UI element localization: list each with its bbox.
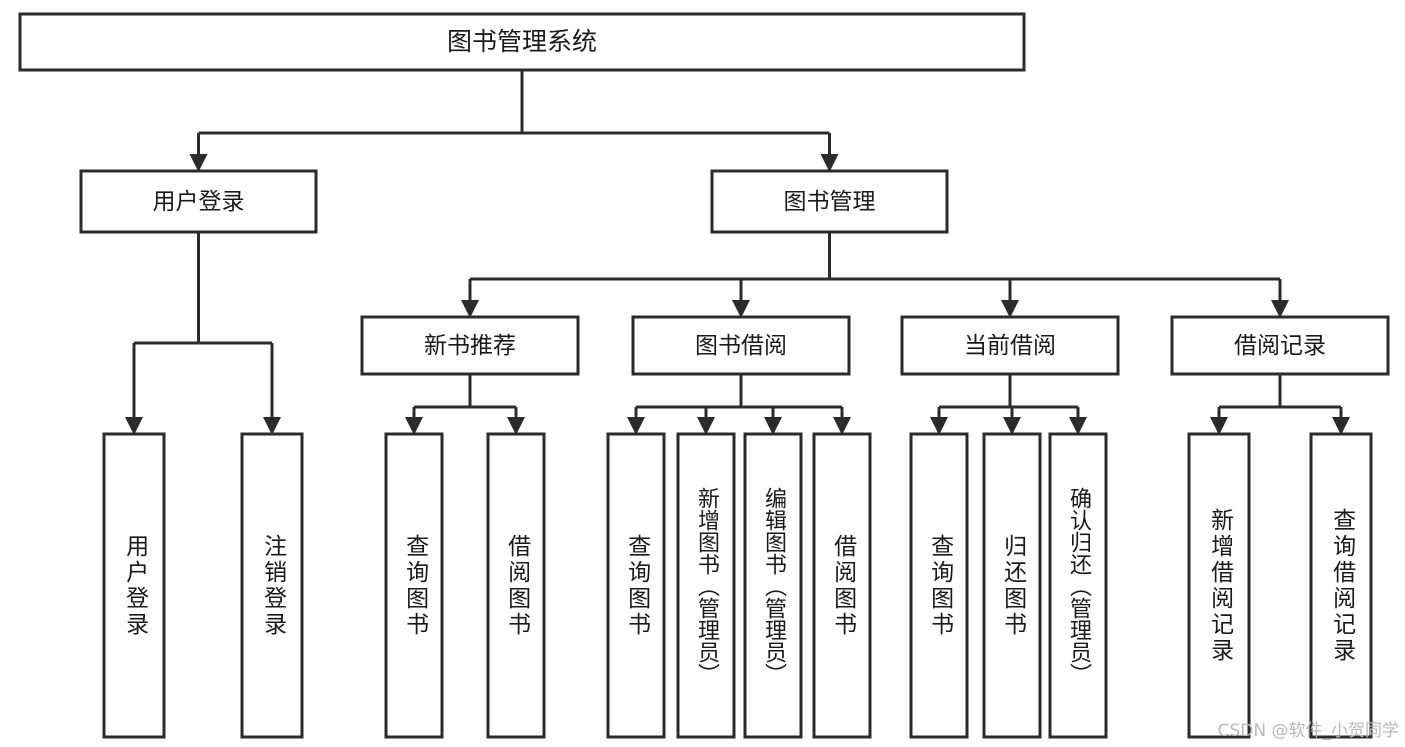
node-label-borrow-record: 借阅记录 bbox=[1234, 333, 1326, 359]
node-box-book-manage[interactable] bbox=[710, 169, 949, 234]
node-box-current-borrow[interactable] bbox=[900, 315, 1120, 376]
node-box-leaf-borrow-book-2[interactable] bbox=[812, 432, 872, 739]
node-box-leaf-add-record[interactable] bbox=[1187, 432, 1251, 739]
arrowhead-icon bbox=[930, 417, 948, 435]
node-box-leaf-query-book-3[interactable] bbox=[909, 432, 969, 739]
node-box-leaf-query-book-1[interactable] bbox=[384, 432, 444, 739]
watermark-text: CSDN @软件_小贺同学 bbox=[1217, 721, 1399, 741]
node-box-leaf-return-book[interactable] bbox=[982, 432, 1042, 739]
arrowhead-icon bbox=[833, 417, 851, 435]
node-box-user-login[interactable] bbox=[79, 169, 318, 234]
node-box-leaf-query-record[interactable] bbox=[1309, 432, 1373, 739]
arrowhead-icon bbox=[1069, 417, 1087, 435]
node-box-book-borrow[interactable] bbox=[631, 315, 851, 376]
node-label-user-login: 用户登录 bbox=[153, 189, 245, 215]
arrowhead-icon bbox=[125, 417, 143, 435]
arrowhead-icon bbox=[189, 154, 208, 172]
node-box-leaf-add-book[interactable] bbox=[676, 432, 736, 739]
edges-layer bbox=[125, 70, 1350, 435]
arrowhead-icon bbox=[1271, 300, 1289, 318]
arrowhead-icon bbox=[1001, 300, 1019, 318]
node-label-current-borrow: 当前借阅 bbox=[964, 333, 1056, 359]
arrowhead-icon bbox=[405, 417, 423, 435]
node-box-leaf-confirm-return[interactable] bbox=[1048, 432, 1108, 739]
arrowhead-icon bbox=[820, 154, 839, 172]
node-box-leaf-user-logout[interactable] bbox=[240, 432, 304, 739]
arrowhead-icon bbox=[263, 417, 281, 435]
arrowhead-icon bbox=[1332, 417, 1350, 435]
node-box-leaf-query-book-2[interactable] bbox=[606, 432, 666, 739]
node-box-new-book-rec[interactable] bbox=[360, 315, 580, 376]
arrowhead-icon bbox=[1210, 417, 1228, 435]
node-label-root: 图书管理系统 bbox=[447, 27, 597, 56]
node-box-leaf-edit-book[interactable] bbox=[743, 432, 803, 739]
node-box-borrow-record[interactable] bbox=[1170, 315, 1390, 376]
arrowhead-icon bbox=[732, 300, 750, 318]
node-label-book-manage: 图书管理 bbox=[784, 189, 876, 215]
node-label-book-borrow: 图书借阅 bbox=[695, 333, 787, 359]
arrowhead-icon bbox=[627, 417, 645, 435]
arrowhead-icon bbox=[461, 300, 479, 318]
node-label-new-book-rec: 新书推荐 bbox=[424, 333, 516, 359]
arrowhead-icon bbox=[697, 417, 715, 435]
boxes-layer bbox=[18, 12, 1390, 739]
node-box-leaf-borrow-book-1[interactable] bbox=[486, 432, 546, 739]
node-box-leaf-user-login[interactable] bbox=[102, 432, 166, 739]
arrowhead-icon bbox=[1003, 417, 1021, 435]
node-box-root[interactable] bbox=[18, 12, 1026, 72]
arrowhead-icon bbox=[507, 417, 525, 435]
arrowhead-icon bbox=[764, 417, 782, 435]
